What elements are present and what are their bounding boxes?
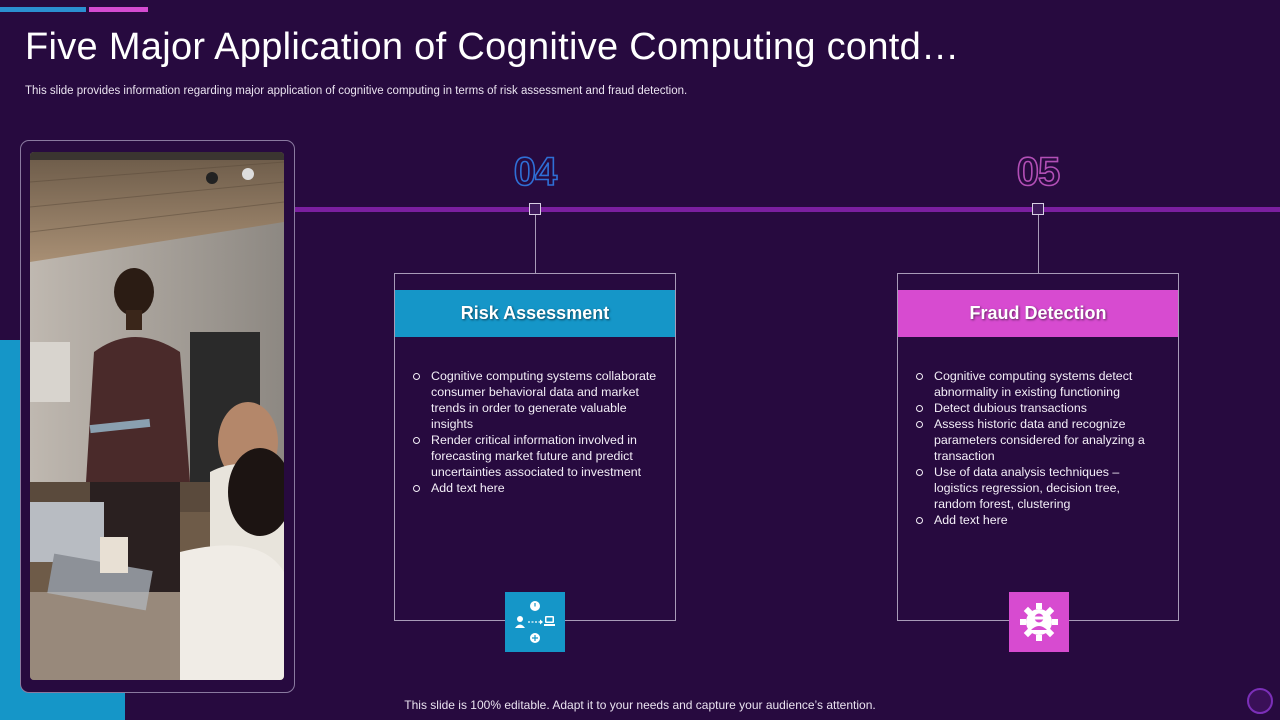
bullet-item: Cognitive computing systems collaborate … — [411, 368, 661, 432]
connector-05 — [1038, 215, 1039, 273]
bullet-list: Cognitive computing systems detect abnor… — [914, 368, 1164, 528]
bullet-item: Render critical information involved in … — [411, 432, 661, 480]
accent-bar-blue — [0, 7, 86, 12]
bullet-item: Add text here — [411, 480, 661, 496]
timeline-marker-04 — [529, 203, 541, 215]
footer-note: This slide is 100% editable. Adapt it to… — [0, 698, 1280, 712]
slide-subtitle: This slide provides information regardin… — [25, 85, 688, 97]
timeline-marker-05 — [1032, 203, 1044, 215]
bullet-item: Assess historic data and recognize param… — [914, 416, 1164, 464]
bullet-item: Add text here — [914, 512, 1164, 528]
bullet-item: Cognitive computing systems detect abnor… — [914, 368, 1164, 400]
card-heading: Fraud Detection — [898, 290, 1178, 337]
bullet-list: Cognitive computing systems collaborate … — [411, 368, 661, 496]
bullet-item: Detect dubious transactions — [914, 400, 1164, 416]
accent-bar-pink — [89, 7, 148, 12]
card-heading: Risk Assessment — [395, 290, 675, 337]
corner-circle-decoration — [1247, 688, 1273, 714]
risk-assessment-card: Risk Assessment Cognitive computing syst… — [394, 273, 676, 621]
step-number-05: 05 — [1016, 149, 1061, 195]
bullet-item: Use of data analysis techniques – logist… — [914, 464, 1164, 512]
fraud-detection-card: Fraud Detection Cognitive computing syst… — [897, 273, 1179, 621]
risk-assessment-icon — [505, 592, 565, 652]
fraud-detection-icon — [1009, 592, 1069, 652]
meeting-photo — [30, 152, 284, 680]
footer-text: This slide is 100% editable. Adapt it to… — [404, 698, 876, 712]
connector-04 — [535, 215, 536, 273]
timeline-line — [295, 207, 1280, 212]
step-number-04: 04 — [513, 149, 558, 195]
slide-title: Five Major Application of Cognitive Comp… — [25, 26, 960, 68]
